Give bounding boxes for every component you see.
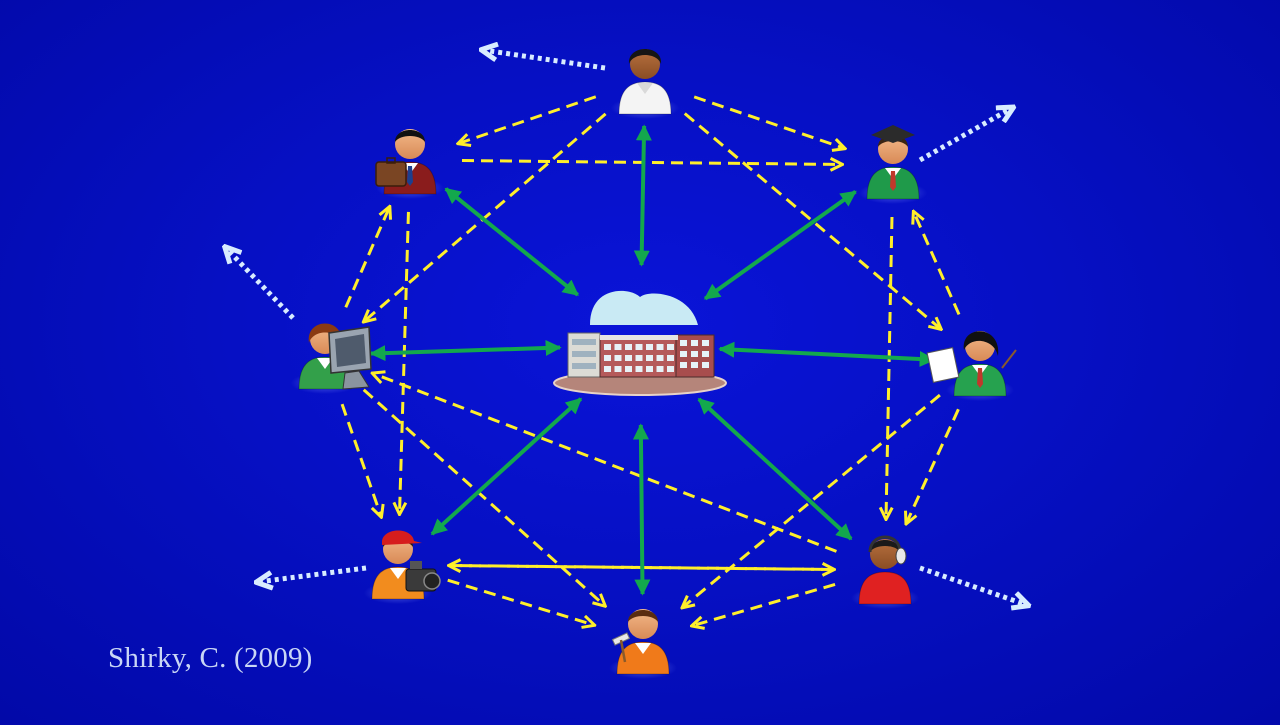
citation: Shirky, C. (2009)	[108, 642, 313, 674]
peer-arrow-top-to-graduate	[693, 95, 844, 148]
hub-arrow-cameraman	[430, 397, 583, 536]
person-top	[611, 49, 679, 119]
outward-arrow-computer	[226, 248, 295, 320]
peer-arrow-computer-to-cameraman	[340, 403, 381, 516]
hub-arrow-graduate	[703, 190, 857, 301]
links-layer	[226, 50, 1027, 626]
peer-arrow-cameraman-to-worker	[447, 578, 594, 625]
worker-icon	[609, 609, 677, 679]
school-building	[553, 290, 727, 396]
peer-arrow-top-to-businessman	[459, 95, 597, 143]
peer-arrow-teacher-to-graduate	[914, 213, 961, 316]
outward-arrow-graduate	[918, 108, 1012, 163]
peer-arrow-graduate-to-headset	[886, 216, 892, 518]
person-worker	[609, 609, 677, 679]
person-icon	[611, 49, 679, 119]
hub-arrow-top	[633, 124, 652, 267]
person-headset	[851, 535, 919, 609]
graduate-icon	[859, 125, 927, 204]
hub-arrow-businessman	[444, 187, 579, 297]
peer-arrow-headset-to-worker	[693, 583, 836, 625]
person-teacher	[926, 331, 1017, 401]
person-graduate	[859, 125, 927, 204]
hub-arrow-teacher	[718, 341, 936, 367]
nodes-layer	[291, 49, 1017, 679]
peer-arrow-computer-to-businessman	[344, 208, 389, 308]
businessman-icon	[375, 129, 444, 199]
hub-arrow-headset	[697, 397, 853, 541]
outward-arrow-cameraman	[258, 565, 367, 582]
teacher-icon	[926, 331, 1017, 401]
peer-arrow-businessman-to-cameraman	[400, 211, 410, 513]
peer-arrow-teacher-to-worker	[683, 393, 941, 607]
person-computer	[291, 323, 372, 394]
outward-arrow-headset	[919, 565, 1027, 605]
hub-arrow-worker	[632, 423, 651, 596]
outward-arrow-top	[483, 50, 606, 71]
school-building-icon	[553, 290, 727, 396]
hub-arrow-computer	[369, 339, 562, 362]
peer-arrow-businessman-to-graduate	[461, 161, 841, 165]
peer-arrow-teacher-to-headset	[907, 408, 960, 522]
person-businessman	[375, 129, 444, 199]
cameraman-icon	[364, 530, 441, 604]
headset-person-icon	[851, 535, 919, 609]
person-cameraman	[364, 530, 441, 604]
computer-user-icon	[291, 323, 372, 394]
